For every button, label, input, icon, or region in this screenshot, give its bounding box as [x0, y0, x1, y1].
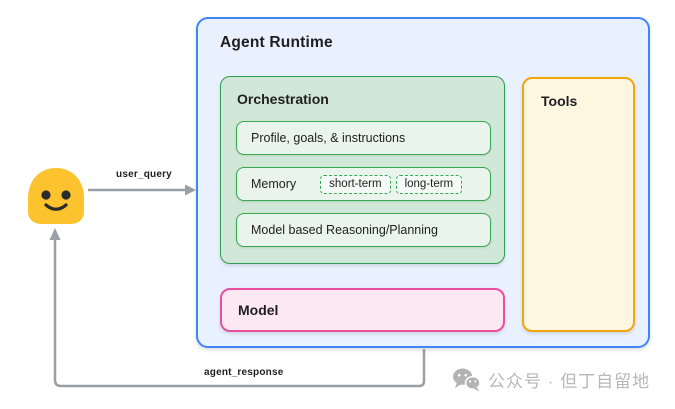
model-label: Model — [238, 302, 279, 318]
short-term-badge: short-term — [320, 174, 391, 194]
reasoning-planning-box: Model based Reasoning/Planning — [236, 213, 491, 247]
agent-response-label: agent_response — [204, 367, 284, 378]
tools-label: Tools — [541, 93, 578, 109]
agent-runtime-box: Agent Runtime Orchestration Profile, goa… — [196, 17, 650, 348]
model-box: Model — [220, 288, 505, 332]
wechat-icon — [453, 368, 481, 392]
watermark-text: 公众号 · 但丁自留地 — [488, 372, 651, 391]
agent-response-arrowhead — [49, 228, 61, 240]
memory-badges: short-term long-term — [320, 174, 463, 194]
profile-goals-instructions-label: Profile, goals, & instructions — [251, 131, 406, 145]
watermark: 公众号 · 但丁自留地 — [452, 367, 650, 392]
orchestration-box: Orchestration Profile, goals, & instruct… — [220, 76, 505, 264]
long-term-badge: long-term — [395, 174, 463, 194]
profile-goals-instructions-box: Profile, goals, & instructions — [236, 121, 491, 155]
user-query-arrowhead — [185, 184, 196, 196]
blob-emoji-svg — [28, 168, 84, 224]
memory-box: Memory short-term long-term — [236, 167, 491, 201]
user-smiley-icon — [25, 167, 87, 225]
tools-box: Tools — [522, 77, 635, 332]
orchestration-title: Orchestration — [237, 91, 329, 107]
user-query-label: user_query — [116, 169, 172, 180]
agent-runtime-title: Agent Runtime — [220, 34, 333, 51]
memory-label: Memory — [251, 177, 297, 191]
reasoning-planning-label: Model based Reasoning/Planning — [251, 223, 438, 237]
